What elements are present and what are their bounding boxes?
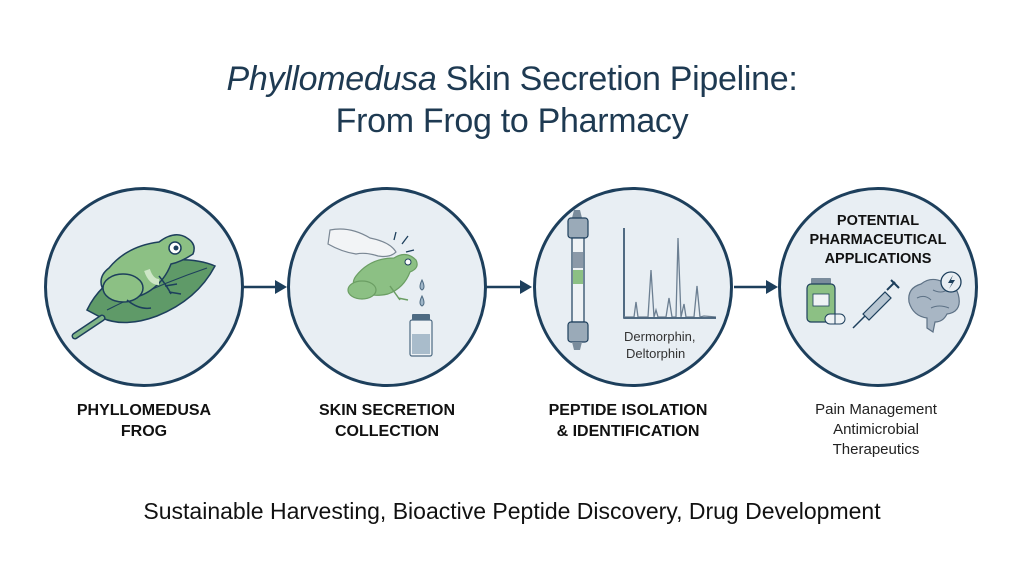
chromatogram-icon [623,228,717,319]
stage-label-frog: PHYLLOMEDUSA FROG [76,402,212,440]
vial-icon [409,314,433,357]
frog-icon [347,253,418,301]
title-italic-genus: Phyllomedusa [226,60,437,98]
title-line1-rest: Skin Secretion Pipeline: [436,60,798,98]
arrow-right-icon [734,280,778,294]
stage-collection-circle [287,187,487,387]
stage-label-collection: SKIN SECRETION COLLECTION [318,402,455,440]
application-item: Therapeutics [832,441,920,458]
stage-frog-circle [44,187,244,387]
footer-summary: Sustainable Harvesting, Bioactive Peptid… [143,498,881,524]
frog-icon [100,234,195,310]
stage-label-isolation: PEPTIDE ISOLATION & IDENTIFICATION [548,402,708,440]
brain-icon [908,271,962,333]
syringe-icon [852,279,900,329]
shake-lines-icon [393,231,415,253]
title-line2: From Frog to Pharmacy [335,102,689,140]
arrow-right-icon [243,280,287,294]
peptide-names-caption: Dermorphin, Deltorphin [624,329,696,361]
arrow-right-icon [486,280,532,294]
hand-icon [327,228,397,258]
pill-bottle-icon [806,278,846,325]
chromatography-column-icon [567,210,589,350]
applications-list: Pain Management Antimicrobial Therapeuti… [776,400,976,460]
application-item: Pain Management [815,401,937,418]
droplet-icon [419,278,425,307]
application-item: Antimicrobial [833,421,919,438]
stage-applications-circle: POTENTIAL PHARMACEUTICAL APPLICATIONS [778,187,978,387]
diagram-title: Phyllomedusa Skin Secretion Pipeline: Fr… [0,58,1024,142]
stage-isolation-circle: Dermorphin, Deltorphin [533,187,733,387]
applications-title: POTENTIAL PHARMACEUTICAL APPLICATIONS [809,213,947,267]
